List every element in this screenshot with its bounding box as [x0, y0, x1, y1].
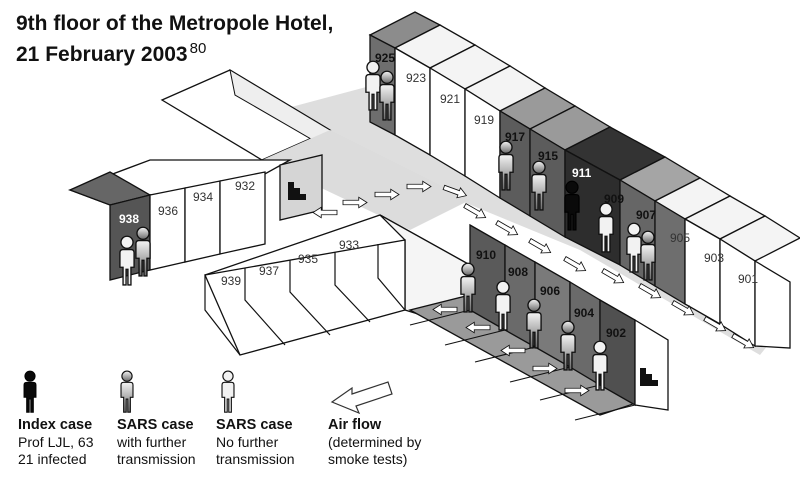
left-corridor-floor [262, 130, 470, 230]
legend-airflow-heading: Air flow [328, 417, 382, 433]
airflow-arrow-icon [330, 381, 393, 415]
legend-sars-further-line2: transmission [117, 451, 196, 467]
stairs-icon [288, 182, 306, 200]
room-label-933: 933 [339, 238, 359, 252]
room-label-911: 911 [572, 166, 592, 180]
room-label-903: 903 [704, 251, 724, 265]
room-label-906: 906 [540, 284, 560, 298]
reference-number: 80 [189, 40, 207, 57]
legend-sars-no-further: SARS case No further transmission [216, 417, 295, 468]
legend-icons [23, 370, 393, 415]
legend-index-heading: Index case [18, 417, 93, 433]
person-gradient-icon [120, 370, 134, 413]
room-label-902: 902 [606, 326, 626, 340]
room-label-909: 909 [604, 192, 624, 206]
airflow-arrow [561, 253, 589, 276]
room-936 [149, 187, 186, 271]
back-corridor-floor [280, 86, 780, 355]
legend-sars-no-further-line1: No further [216, 434, 279, 450]
figure-title-line1: 9th floor of the Metropole Hotel, [16, 12, 334, 35]
room-label-921: 921 [440, 92, 460, 106]
legend-airflow-line1: (determined by [328, 434, 422, 450]
room-label-934: 934 [193, 190, 213, 204]
airflow-arrow [526, 235, 554, 258]
legend-sars-no-further-heading: SARS case [216, 417, 293, 433]
legend-airflow: Air flow (determined by smoke tests) [328, 417, 421, 468]
room-label-910: 910 [476, 248, 496, 262]
room-932 [219, 171, 266, 255]
room-label-907: 907 [636, 208, 656, 222]
legend-sars-further: SARS case with further transmission [117, 417, 196, 468]
room-label-908: 908 [508, 265, 528, 279]
room-label-939: 939 [221, 274, 241, 288]
room-label-923: 923 [406, 71, 426, 85]
room-label-936: 936 [158, 204, 178, 218]
stairwell-left [279, 154, 323, 221]
legend-sars-further-line1: with further [117, 434, 187, 450]
lower-room-dividers [204, 244, 406, 356]
person-black-icon [23, 370, 37, 413]
room-label-932: 932 [235, 179, 255, 193]
stairs-icon [640, 368, 658, 386]
person-white-icon [221, 370, 235, 413]
legend-index-line2: 21 infected [18, 451, 87, 467]
legend-sars-further-heading: SARS case [117, 417, 194, 433]
room-label-919: 919 [474, 113, 494, 127]
legend-airflow-line2: smoke tests) [328, 451, 408, 467]
room-label-938: 938 [119, 212, 139, 226]
legend-index-case: Index case Prof LJL, 63 21 infected [18, 417, 94, 468]
room-label-904: 904 [574, 306, 594, 320]
room-901 [754, 259, 791, 349]
figure-title-date: 21 February 2003 [16, 43, 188, 66]
stairwell-right [634, 318, 669, 411]
room-907 [654, 199, 686, 306]
legend-sars-no-further-line2: transmission [216, 451, 295, 467]
room-label-937: 937 [259, 264, 279, 278]
room-label-905: 905 [670, 231, 690, 245]
room-label-901: 901 [738, 272, 758, 286]
room-label-925: 925 [375, 51, 395, 65]
room-label-915: 915 [538, 149, 558, 163]
legend-index-line1: Prof LJL, 63 [18, 434, 94, 450]
room-label-935: 935 [298, 252, 318, 266]
room-label-917: 917 [505, 130, 525, 144]
